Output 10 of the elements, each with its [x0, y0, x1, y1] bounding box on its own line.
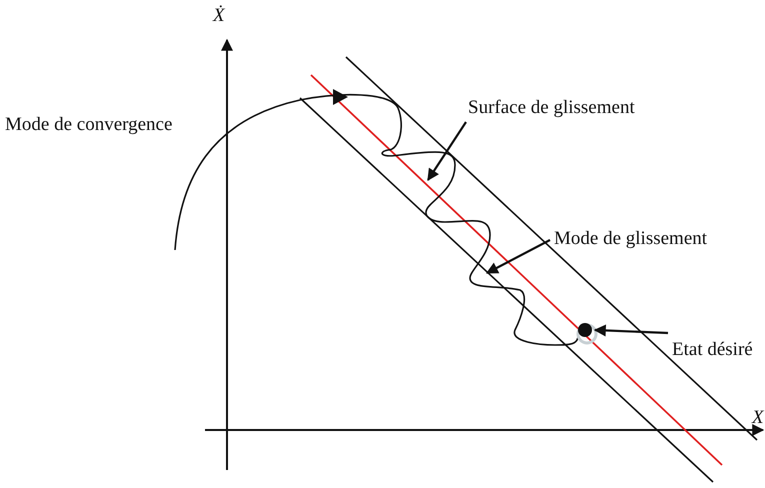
- axis-label: X: [752, 408, 764, 429]
- desired-state-dot: [576, 323, 598, 344]
- leader-arrow: [486, 239, 551, 274]
- axis-label: Ẋ: [213, 6, 225, 27]
- sliding-surface-label: Surface de glissement: [468, 98, 635, 119]
- leader-arrow: [594, 324, 668, 336]
- sliding-mode-label: Mode de glissement: [554, 229, 708, 250]
- convergence-mode-label: Mode de convergence: [5, 115, 172, 136]
- desired-state-label: Etat désiré: [672, 340, 753, 361]
- leader-arrow: [427, 121, 467, 181]
